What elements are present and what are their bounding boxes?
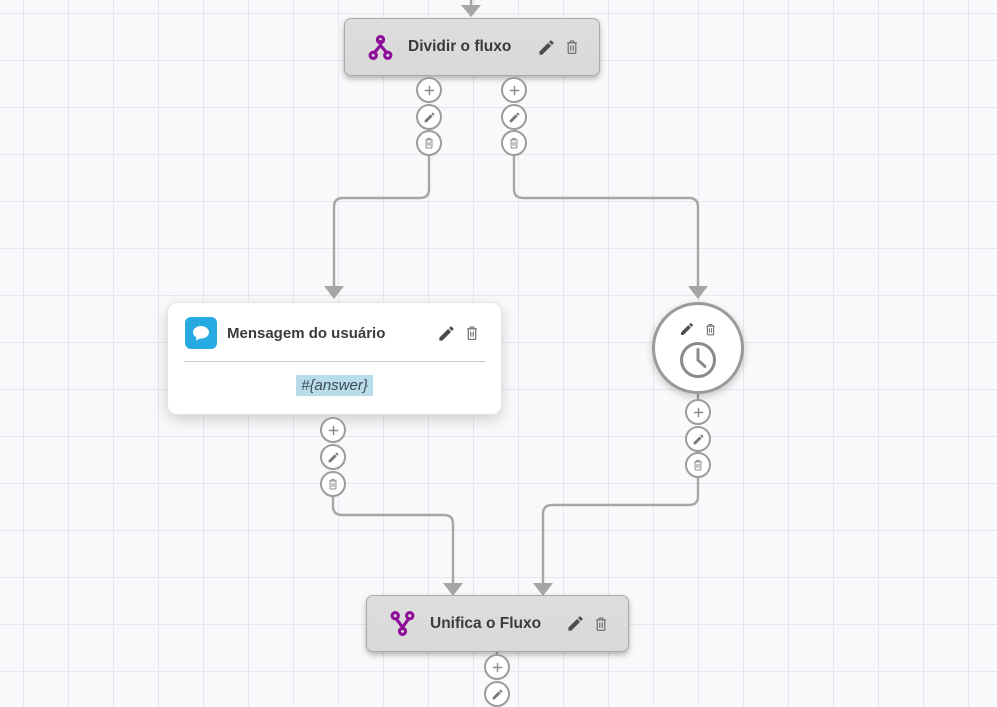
port-edit-button[interactable] [501,104,527,130]
port-delete-button[interactable] [416,130,442,156]
timer-delete-button[interactable] [703,322,718,337]
merge-edit-button[interactable] [566,614,585,633]
port-edit-button[interactable] [685,426,711,452]
port-delete-button[interactable] [320,471,346,497]
timer-edit-button[interactable] [679,321,695,337]
clock-icon [677,339,719,381]
plus-icon [424,85,434,95]
port-edit-button[interactable] [484,681,510,707]
pencil-icon [509,112,519,122]
arrowhead-merge-right [533,583,553,596]
message-node[interactable]: Mensagem do usuário #{answer} [167,302,502,415]
timer-node-actions [679,321,718,337]
pencil-icon [693,434,703,444]
trash-icon [510,137,518,149]
plus-icon [492,662,502,672]
plus-icon [509,85,519,95]
message-node-body: #{answer} [168,362,501,408]
merge-node-label: Unifica o Fluxo [430,614,542,632]
split-icon [367,34,394,61]
pencil-icon [680,322,693,335]
arrowhead-timer [688,286,708,299]
pencil-icon [328,452,338,462]
merge-node[interactable]: Unifica o Fluxo [366,595,629,652]
message-node-title: Mensagem do usuário [227,324,386,342]
merge-icon [389,610,416,637]
plus-icon [693,407,703,417]
chat-bubble-icon [185,317,217,349]
trash-icon [467,326,477,341]
pencil-icon [568,616,583,631]
message-delete-button[interactable] [463,324,481,342]
merge-delete-button[interactable] [592,615,610,633]
split-delete-button[interactable] [563,38,581,56]
port-add-button[interactable] [484,654,510,680]
split-node[interactable]: Dividir o fluxo [344,18,600,76]
message-node-header: Mensagem do usuário [168,303,501,361]
arrowhead-merge-left [443,583,463,596]
trash-icon [425,137,433,149]
message-edit-button[interactable] [437,324,456,343]
arrowhead-top [461,5,481,17]
trash-icon [596,616,606,631]
pencil-icon [439,325,454,341]
timer-node[interactable] [652,302,744,394]
port-delete-button[interactable] [501,130,527,156]
arrowhead-message [324,286,344,299]
port-delete-button[interactable] [685,452,711,478]
port-add-button[interactable] [501,77,527,103]
pencil-icon [492,689,502,699]
split-node-label: Dividir o fluxo [408,38,512,55]
connector-timer-to-merge [541,478,700,584]
card-divider [184,361,485,362]
connectors-layer [324,0,708,656]
port-add-button[interactable] [685,399,711,425]
port-edit-button[interactable] [416,104,442,130]
port-add-button[interactable] [416,77,442,103]
trash-icon [705,323,715,335]
trash-icon [694,459,702,471]
split-edit-button[interactable] [537,38,556,57]
trash-icon [329,478,337,490]
connector-split-to-timer [512,156,700,287]
pencil-icon [539,39,554,55]
pencil-icon [424,112,434,122]
trash-icon [567,40,577,55]
connector-split-to-message [332,156,431,287]
port-add-button[interactable] [320,417,346,443]
port-edit-button[interactable] [320,444,346,470]
answer-variable-chip: #{answer} [296,374,373,396]
connector-message-to-merge [331,497,455,584]
plus-icon [328,425,338,435]
